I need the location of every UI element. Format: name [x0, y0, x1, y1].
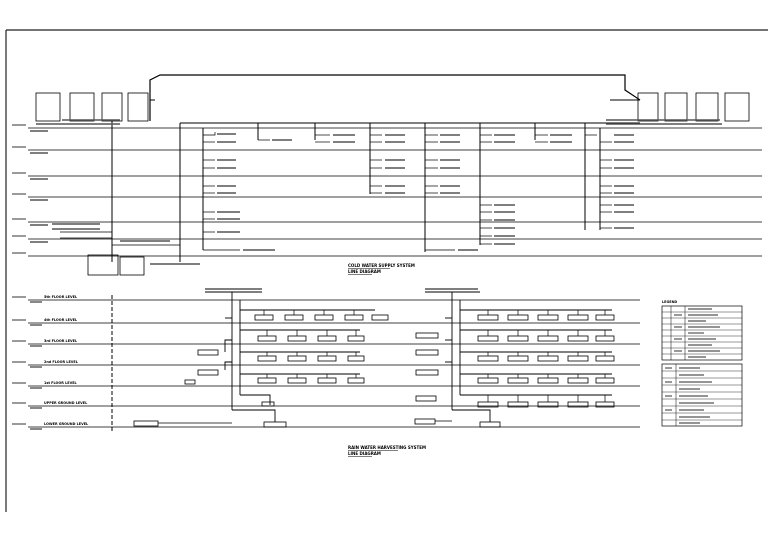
rw-floor-lines [28, 299, 640, 428]
cw-branches [203, 132, 612, 251]
left-storage-tanks [35, 92, 149, 122]
rw-level-labels: 5th FLOOR LEVEL 4th FLOOR LEVEL 3rd FLOO… [44, 295, 89, 426]
rw-subtitle: LINE DIAGRAM [348, 451, 381, 456]
rw-level-markers [12, 296, 26, 425]
rw-level-label: UPPER GROUND LEVEL [44, 401, 88, 405]
rw-level-label: 4th FLOOR LEVEL [44, 318, 78, 322]
rw-title: RAIN WATER HARVESTING SYSTEM [348, 445, 426, 450]
rw-right-boxes [414, 314, 615, 428]
rw-level-label: 1st FLOOR LEVEL [44, 381, 78, 385]
abbreviation-table [661, 363, 743, 427]
rw-left-drops [158, 310, 357, 424]
cw-ground-tank [52, 223, 200, 276]
rw-level-label: 5th FLOOR LEVEL [44, 295, 78, 299]
cw-floor-lines [28, 127, 762, 257]
rw-left-stack [205, 291, 375, 422]
rw-level-label: 3rd FLOOR LEVEL [44, 339, 78, 343]
rw-right-stack [425, 291, 612, 422]
roof-header-pipe [149, 74, 641, 121]
rw-label-lines [30, 288, 478, 430]
rw-level-label: LOWER GROUND LEVEL [44, 422, 89, 426]
cw-risers [111, 121, 601, 262]
cw-fixture-label-lines [30, 119, 722, 251]
cold-water-diagram: COLD WATER SUPPLY SYSTEM LINE DIAGRAM [12, 74, 762, 276]
rw-level-label: 2nd FLOOR LEVEL [44, 360, 79, 364]
rw-right-drops [435, 310, 606, 422]
cw-subtitle: LINE DIAGRAM [348, 269, 381, 274]
legend-entries [674, 308, 720, 358]
rain-water-diagram: 5th FLOOR LEVEL 4th FLOOR LEVEL 3rd FLOO… [12, 288, 640, 457]
cw-title: COLD WATER SUPPLY SYSTEM [348, 263, 415, 268]
legend-table [661, 305, 743, 361]
abbreviation-entries [665, 367, 714, 424]
legend: LEGEND [661, 300, 743, 427]
right-storage-tanks [637, 92, 750, 122]
legend-title: LEGEND [662, 300, 677, 304]
cw-level-markers [12, 124, 26, 254]
